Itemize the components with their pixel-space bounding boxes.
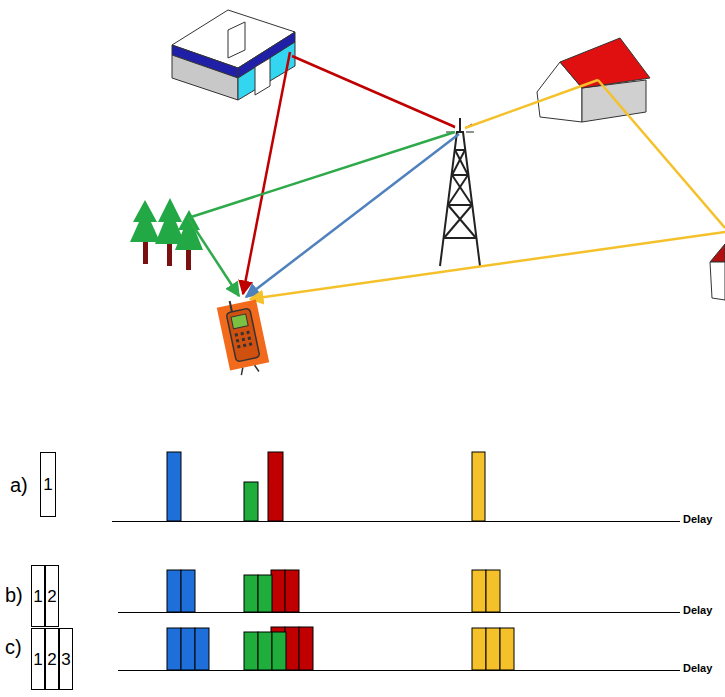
radio-tower [440, 118, 480, 266]
reflected-path [465, 80, 598, 128]
axis-label: Delay [683, 514, 712, 525]
sample-box: 1 [31, 565, 45, 627]
sample-number: 3 [61, 651, 70, 668]
propagation-paths [188, 52, 725, 299]
reflected-path [598, 80, 725, 228]
office-building [172, 10, 295, 100]
house [537, 38, 650, 122]
panel-letter: b) [5, 585, 23, 605]
panel-letter: a) [10, 475, 28, 495]
axis-label: Delay [683, 605, 712, 616]
sample-number: 2 [47, 651, 56, 668]
mobile-phone [216, 296, 271, 378]
sample-box: 1 [31, 628, 45, 690]
sample-box: 1 [40, 452, 56, 517]
sample-box: 2 [45, 565, 59, 627]
axis-label: Delay [683, 663, 712, 674]
reflected-path [243, 52, 290, 294]
scattered-path [188, 218, 239, 296]
trees [130, 198, 203, 270]
house [710, 244, 725, 300]
impulse-bars [167, 452, 514, 670]
reflected-path [250, 232, 725, 299]
direct-path [246, 134, 459, 297]
sample-number: 1 [33, 588, 42, 605]
sample-box: 2 [45, 628, 59, 690]
sample-number: 1 [43, 476, 52, 493]
sample-box: 3 [59, 628, 73, 690]
sample-number: 2 [47, 588, 56, 605]
reflected-path [292, 56, 455, 127]
delay-axis [112, 522, 680, 671]
scattered-path [188, 132, 455, 218]
sample-number: 1 [33, 651, 42, 668]
panel-letter: c) [5, 637, 22, 657]
